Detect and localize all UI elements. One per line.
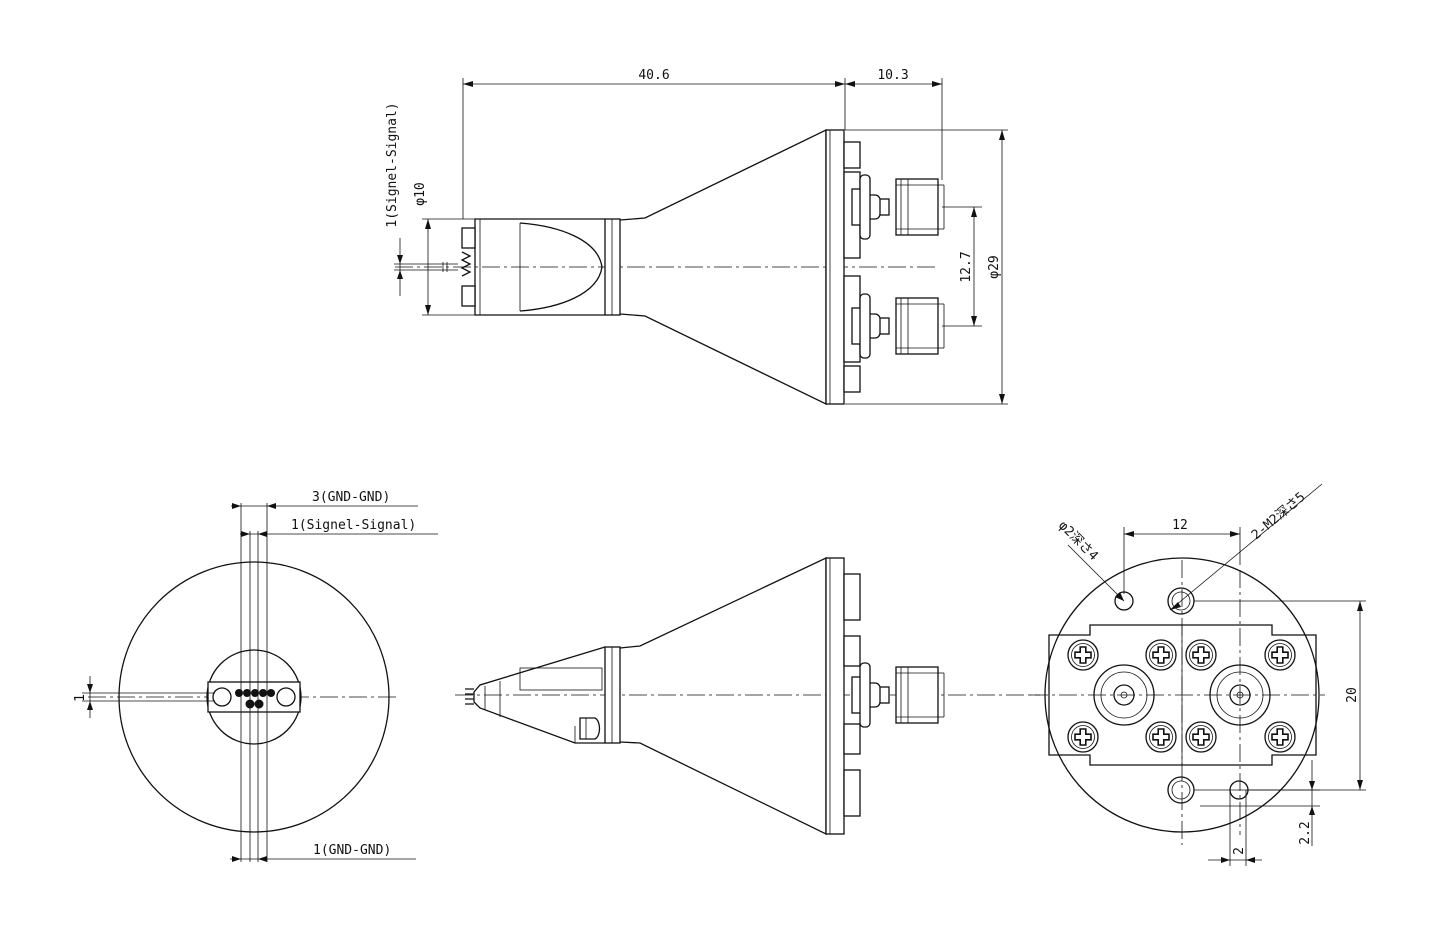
sma-connector-lower (851, 293, 945, 359)
angled-cone-body (619, 556, 827, 836)
dim-front-offset-text: 1 (73, 694, 88, 702)
dim-body-diameter: φ29 (845, 129, 1008, 405)
front-tip-circle (206, 649, 302, 745)
dim-pin-offset-y-text: 2.2 (1298, 821, 1313, 844)
probe-needles (460, 251, 472, 277)
label-screw-hole: 2-M2深さ5 (1169, 483, 1323, 611)
dim-body-diameter-text: φ29 (987, 255, 1002, 278)
dim-connector-pitch-text: 12.7 (959, 251, 974, 282)
dim-connector-pitch: 12.7 (942, 206, 982, 327)
dim-front-offset: 1 (73, 676, 215, 718)
screw-icon (1264, 721, 1296, 753)
screw-icon (1264, 639, 1296, 671)
dim-front-signal-signal-text: 1(Signel-Signal) (291, 518, 416, 533)
dim-connector-length: 10.3 (845, 68, 943, 180)
dim-pin-offset-x-text: 2 (1232, 847, 1247, 855)
dim-body-length-text: 40.6 (638, 68, 669, 83)
dim-body-length: 40.6 (462, 68, 846, 219)
label-screw-hole-text: 2-M2深さ5 (1249, 490, 1309, 543)
sma-connector-upper (851, 174, 945, 240)
dim-side-signal-pitch: 1(Signel-Signal) (385, 102, 458, 296)
front-contact-hole-right (276, 687, 296, 707)
dim-front-gnd-gnd-3: 3(GND-GND) (231, 490, 418, 509)
rear-connector-plate (1048, 624, 1317, 766)
angled-sma-connector (851, 662, 945, 728)
rear-connector-left (1093, 664, 1155, 726)
angled-probe-needles (465, 688, 474, 705)
dim-hole-pitch-text: 12 (1172, 518, 1188, 533)
screw-icon (1185, 639, 1217, 671)
dim-pin-offset-x: 2 (1208, 790, 1262, 866)
dim-tip-diameter: φ10 (413, 182, 475, 316)
front-contact-block (207, 681, 301, 713)
dim-front-gnd-gnd-1: 1(GND-GND) (230, 843, 416, 862)
tip-body (474, 218, 605, 316)
side-view: 40.6 10.3 12.7 φ29 (385, 68, 1008, 406)
flange (825, 129, 845, 405)
dim-connector-length-text: 10.3 (877, 68, 908, 83)
front-flange-circle (118, 561, 390, 833)
tip-cap-curve (519, 222, 603, 312)
dim-hole-vertical-pitch: 20 (1194, 600, 1366, 791)
dim-side-signal-pitch-text: 1(Signel-Signal) (385, 102, 400, 227)
label-pin-hole: φ2深さ4 (1055, 518, 1125, 602)
contact-lower (461, 285, 476, 307)
dim-tip-diameter-text: φ10 (413, 182, 428, 205)
angled-tip-window (519, 667, 603, 691)
dim-pin-offset-y: 2.2 (1200, 760, 1320, 846)
screw-hole-bottom (1167, 776, 1195, 804)
dim-front-gnd-gnd-3-text: 3(GND-GND) (312, 490, 390, 505)
rear-body-circle (1044, 557, 1320, 833)
screw-icon (1067, 639, 1099, 671)
front-contact-hole-left (212, 687, 232, 707)
angled-view (455, 556, 1040, 836)
front-view: 3(GND-GND) 1(Signel-Signal) 1(GND-GND) 1 (73, 490, 438, 862)
angled-flange (825, 557, 845, 835)
rear-view: 12 φ2深さ4 2-M2深さ5 20 (1030, 483, 1366, 866)
screw-icon (1145, 639, 1177, 671)
dim-front-gnd-gnd-1-text: 1(GND-GND) (313, 843, 391, 858)
angled-neck-ring (604, 646, 621, 744)
rear-connector-right (1209, 664, 1271, 726)
screw-icon (1185, 721, 1217, 753)
neck-ring (604, 218, 621, 316)
dim-front-signal-signal: 1(Signel-Signal) (240, 518, 438, 537)
dim-hole-pitch: 12 (1123, 518, 1241, 594)
screw-icon (1145, 721, 1177, 753)
dim-hole-vertical-pitch-text: 20 (1345, 687, 1360, 703)
label-pin-hole-text: φ2深さ4 (1055, 518, 1101, 564)
screw-icon (1067, 721, 1099, 753)
contact-upper (461, 227, 476, 249)
angled-tip-marker (579, 717, 601, 740)
